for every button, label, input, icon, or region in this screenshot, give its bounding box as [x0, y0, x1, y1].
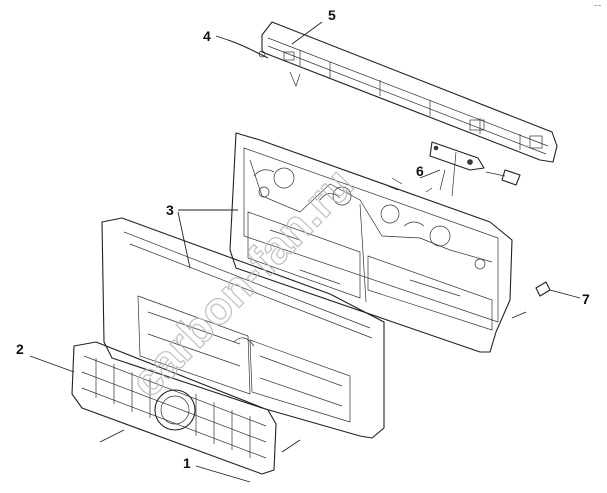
- callout-2: 2: [16, 341, 24, 357]
- part-2-grille-insert: [71, 341, 277, 475]
- part-6-latch-hardware: [387, 141, 521, 197]
- part-4-rod: [227, 39, 269, 59]
- part-5-upper-crossbeam: [261, 21, 558, 163]
- callout-3: 3: [166, 202, 174, 218]
- callout-5: 5: [328, 7, 336, 23]
- part-7-clip: [535, 281, 551, 297]
- callout-7: 7: [582, 291, 590, 307]
- callout-4: 4: [203, 28, 211, 44]
- callout-6: 6: [416, 163, 424, 179]
- watermark: carbon-fan.ru: [120, 158, 363, 407]
- leader-lines: [29, 21, 581, 483]
- part-3-front-frame: [229, 132, 513, 353]
- part-3-grille-shell: [101, 217, 385, 439]
- callout-1: 1: [183, 455, 191, 471]
- corner-mark: ⁼⁼: [594, 4, 602, 11]
